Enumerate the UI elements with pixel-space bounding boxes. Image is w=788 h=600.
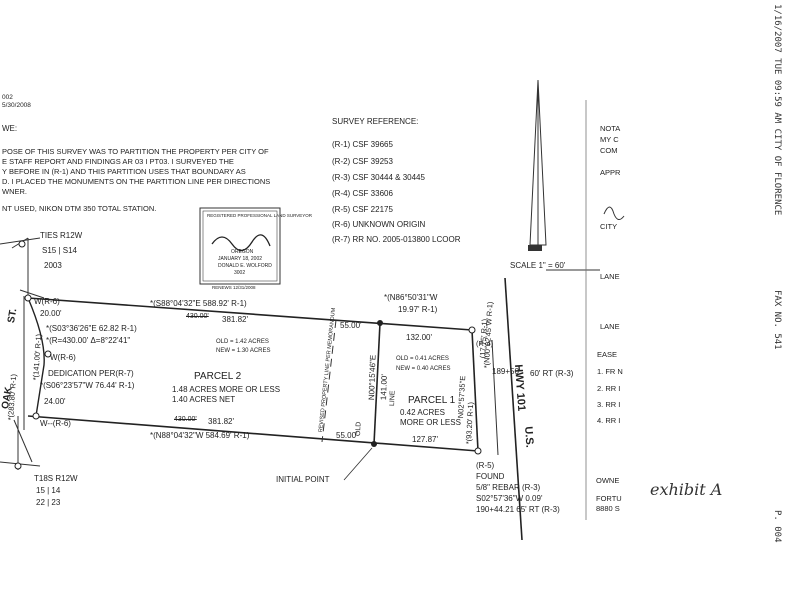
north-distance-132: 132.00' (406, 333, 432, 342)
parcel-2-new-area: NEW = 1.30 ACRES (216, 348, 271, 354)
north-east-record-distance: 19.97' R-1) (398, 305, 438, 314)
right-edge-label: EASE (597, 350, 618, 359)
parcel-1-more-less: MORE OR LESS (400, 418, 461, 427)
south-distance-parcel-1: 127.87' (412, 435, 438, 444)
west-monument-r6-mid: W(R-6) (50, 353, 76, 362)
west-curve-record: *(S03°36'26"E 62.82 R-1) (46, 324, 137, 333)
right-edge-label: LANE (600, 322, 620, 331)
station-189-50-offset: 60' RT (R-3) (530, 369, 574, 378)
survey-reference-item: (R-5) CSF 22175 (332, 205, 393, 214)
right-edge-label: 4. RR I (597, 416, 621, 425)
north-distance-parcel-2: 381.82' (222, 315, 248, 324)
found-label: FOUND (476, 472, 505, 481)
ties-top-1: TIES R12W (40, 231, 83, 240)
right-edge-label: FORTU (596, 494, 622, 503)
stamp-top: REGISTERED PROFESSIONAL LAND SURVEYOR (207, 213, 313, 218)
found-station: 190+44.21 65' RT (R-3) (476, 505, 560, 514)
right-edge-label: APPR (600, 168, 621, 177)
notes-line: NT USED, NIKON DTM 350 TOTAL STATION. (2, 204, 157, 213)
stamp-number: 3002 (234, 270, 246, 276)
division-distance: 141.00' (379, 374, 389, 401)
survey-reference-item: (R-6) UNKNOWN ORIGIN (332, 220, 426, 229)
ties-bottom-1: T18S R12W (34, 474, 78, 483)
south-old-distance: 430.00' (174, 416, 197, 423)
parcel-1-old-area: OLD = 0.41 ACRES (396, 356, 449, 362)
right-edge-label: COM (600, 146, 618, 155)
east-monument-r4: (R-4) (476, 339, 494, 348)
north-old-distance: 430.00' (186, 313, 209, 320)
north-east-record-bearing: *(N86°50'31"W (384, 293, 438, 302)
west-distance-20: 20.00' (40, 309, 62, 318)
right-edge-label: MY C (600, 135, 619, 144)
found-bearing: S02°57'36"W 0.09' (476, 494, 543, 503)
ties-top-3: 2003 (44, 261, 62, 270)
parcel-1-new-area: NEW = 0.40 ACRES (396, 366, 451, 372)
ties-bottom-2: 15 | 14 (36, 486, 61, 495)
old-line-word: OLD (355, 421, 363, 437)
fax-date-header: 1/16/2007 TUE 09:59 AM CITY OF FLORENCE (772, 4, 782, 216)
header-fragment-2: 5/30/2008 (2, 102, 31, 109)
found-r5: (R-5) (476, 461, 495, 470)
south-distance-parcel-2: 381.82' (208, 417, 234, 426)
right-edge-label: 3. RR I (597, 400, 621, 409)
parcel-2-net: 1.40 ACRES NET (172, 395, 236, 404)
right-edge-label: LANE (600, 272, 620, 281)
notes-line: Y BEFORE IN (R-1) AND THIS PARTITION USE… (2, 167, 246, 176)
west-monument-r6-bottom: W--(R-6) (40, 419, 71, 428)
dedication-label: DEDICATION PER(R-7) (48, 369, 134, 378)
west-curve-radius: *(R=430.00' Δ=8°22'41" (46, 336, 131, 345)
fax-number-header: FAX NO. 541 (772, 290, 782, 350)
survey-reference-item: (R-4) CSF 33606 (332, 189, 393, 198)
dedication-bearing: *(S06°23'57"W 76.44' R-1) (40, 381, 135, 390)
right-edge-label: 2. RR I (597, 384, 621, 393)
north-record-bearing: *(S88°04'32"E 588.92' R-1) (150, 299, 247, 308)
division-bearing: N00°15'46"E (367, 354, 378, 401)
notes-line: WNER. (2, 187, 27, 196)
exhibit-handwritten-note: exhibit A (650, 480, 723, 499)
right-edge-label: 8880 S (596, 504, 620, 513)
stamp-renew: RENEWS 12/31/2008 (212, 285, 256, 290)
map-scale: SCALE 1" = 60' (510, 261, 566, 270)
parcel-1-name: PARCEL 1 (408, 395, 456, 406)
ties-top-2: S15 | S14 (42, 246, 77, 255)
west-distance-24: 24.00' (44, 397, 66, 406)
stamp-name: DONALD E. WOLFORD (218, 263, 272, 269)
right-edge-label: NOTA (600, 124, 621, 133)
right-edge-label: OWNE (596, 476, 620, 485)
right-edge-label: CITY (600, 222, 618, 231)
survey-reference-item: (R-2) CSF 39253 (332, 157, 393, 166)
right-edge-label: 1. FR N (597, 367, 623, 376)
survey-reference-title: SURVEY REFERENCE: (332, 117, 419, 126)
survey-reference-item: (R-3) CSF 30444 & 30445 (332, 173, 425, 182)
ties-bottom-3: 22 | 23 (36, 498, 61, 507)
stamp-state: OREGON (231, 249, 254, 255)
survey-reference-item: (R-7) RR NO. 2005-013800 LCOOR (332, 235, 461, 244)
header-fragment-1: 002 (2, 94, 13, 101)
parcel-2-name: PARCEL 2 (194, 371, 242, 382)
fax-page-number: P. 004 (772, 510, 782, 543)
notes-line: D. I PLACED THE MONUMENTS ON THE PARTITI… (2, 177, 271, 186)
parcel-2-old-area: OLD = 1.42 ACRES (216, 339, 269, 345)
highway-us: U.S. (522, 426, 536, 449)
found-rebar: 5/8" REBAR (R-3) (476, 483, 541, 492)
south-record-bearing: *(N88°04'32"W 584.69' R-1) (150, 431, 250, 440)
south-distance-55: 55.00' (336, 431, 358, 440)
parcel-2-area: 1.48 ACRES MORE OR LESS (172, 385, 281, 394)
north-distance-55: 55.00' (340, 321, 362, 330)
notes-line: POSE OF THIS SURVEY WAS TO PARTITION THE… (2, 147, 269, 156)
parcel-1-area: 0.42 ACRES (400, 408, 445, 417)
survey-reference-item: (R-1) CSF 39665 (332, 140, 393, 149)
division-line-word: LINE (389, 390, 397, 407)
initial-point-label: INITIAL POINT (276, 475, 330, 484)
notes-heading: WE: (2, 124, 18, 133)
notes-line: E STAFF REPORT AND FINDINGS AR 03 I PT03… (2, 157, 234, 166)
station-189-50: 189+50 (492, 367, 519, 376)
stamp-date: JANUARY 18, 2002 (218, 256, 263, 262)
west-monument-r6-top: W(R-6) (34, 297, 60, 306)
